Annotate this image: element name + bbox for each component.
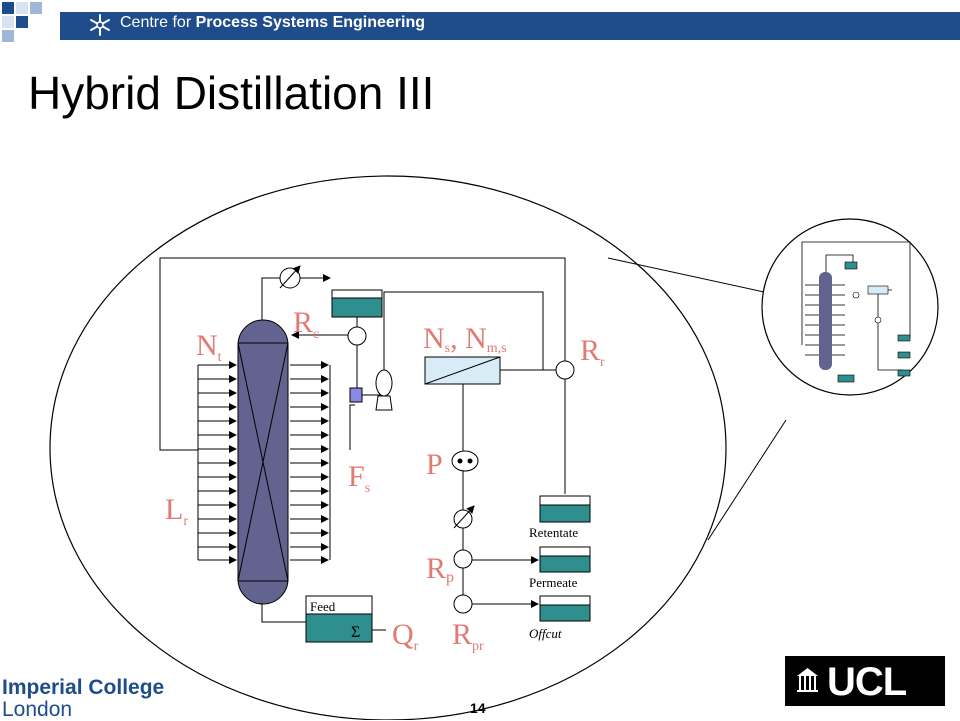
condenser-valve [279, 265, 301, 289]
header-strip: Centre for Process Systems Engineering [0, 0, 960, 46]
ucl-portico-icon [797, 668, 818, 692]
slide-title: Hybrid Distillation III [28, 67, 435, 119]
label-feed: Feed [310, 599, 336, 614]
cpse-snowflake-icon [90, 14, 110, 36]
label-P: P [426, 448, 443, 481]
zoom-ellipse [49, 175, 727, 720]
thumbnail-flowsheet [801, 241, 911, 383]
left-stage-feeds [197, 361, 237, 564]
permeate-valve [453, 549, 473, 569]
label-retentate: Retentate [529, 525, 578, 540]
zoom-line-bottom [707, 419, 787, 541]
label-Rc: Rc [293, 306, 319, 342]
permeate-tank [539, 546, 591, 573]
label-Lr: Lr [165, 493, 188, 529]
side-pump [375, 369, 393, 411]
label-Fs: Fs [348, 460, 370, 496]
thumbnail-circle [761, 218, 939, 396]
ucl-text: UCL [827, 660, 907, 704]
label-offcut: Offcut [529, 626, 562, 641]
membrane-unit [424, 356, 501, 385]
imperial-college-logo: Imperial College London [2, 677, 164, 721]
mixer-block [349, 387, 363, 403]
label-Ns-Nms: Ns, Nm,s [423, 322, 507, 356]
feed-reboiler-tank [305, 595, 373, 643]
header-squares-decoration [2, 2, 56, 42]
recycle-lines [159, 257, 566, 631]
offcut-valve [453, 594, 473, 614]
page-number: 14 [470, 700, 486, 716]
permeate-heat-exchanger [453, 505, 475, 529]
reflux-drum [331, 289, 383, 346]
offcut-tank [539, 595, 591, 622]
imperial-line2: London [2, 698, 73, 721]
retentate-tank [539, 495, 591, 523]
retentate-valve [555, 360, 575, 380]
label-Qr: Qr [392, 618, 419, 654]
label-Rp: Rp [426, 552, 454, 586]
imperial-line1: Imperial College [2, 676, 165, 699]
zoom-line-top [607, 257, 765, 293]
ucl-logo: UCL [785, 656, 945, 706]
label-Nt: Nt [196, 329, 222, 365]
header-bar [60, 12, 960, 40]
label-permeate: Permeate [529, 575, 578, 590]
vacuum-pump [451, 450, 479, 472]
header-org-prefix: Centre for [120, 14, 192, 31]
distillation-column [237, 319, 289, 605]
label-Rr: Rr [580, 334, 605, 370]
header-org-bold: Process Systems Engineering [195, 14, 426, 31]
header-org-name: Centre for Process Systems Engineering [120, 14, 425, 32]
right-stage-feeds [290, 361, 331, 564]
label-Rpr: Rpr [452, 618, 484, 654]
label-sigma: Σ [351, 624, 360, 641]
